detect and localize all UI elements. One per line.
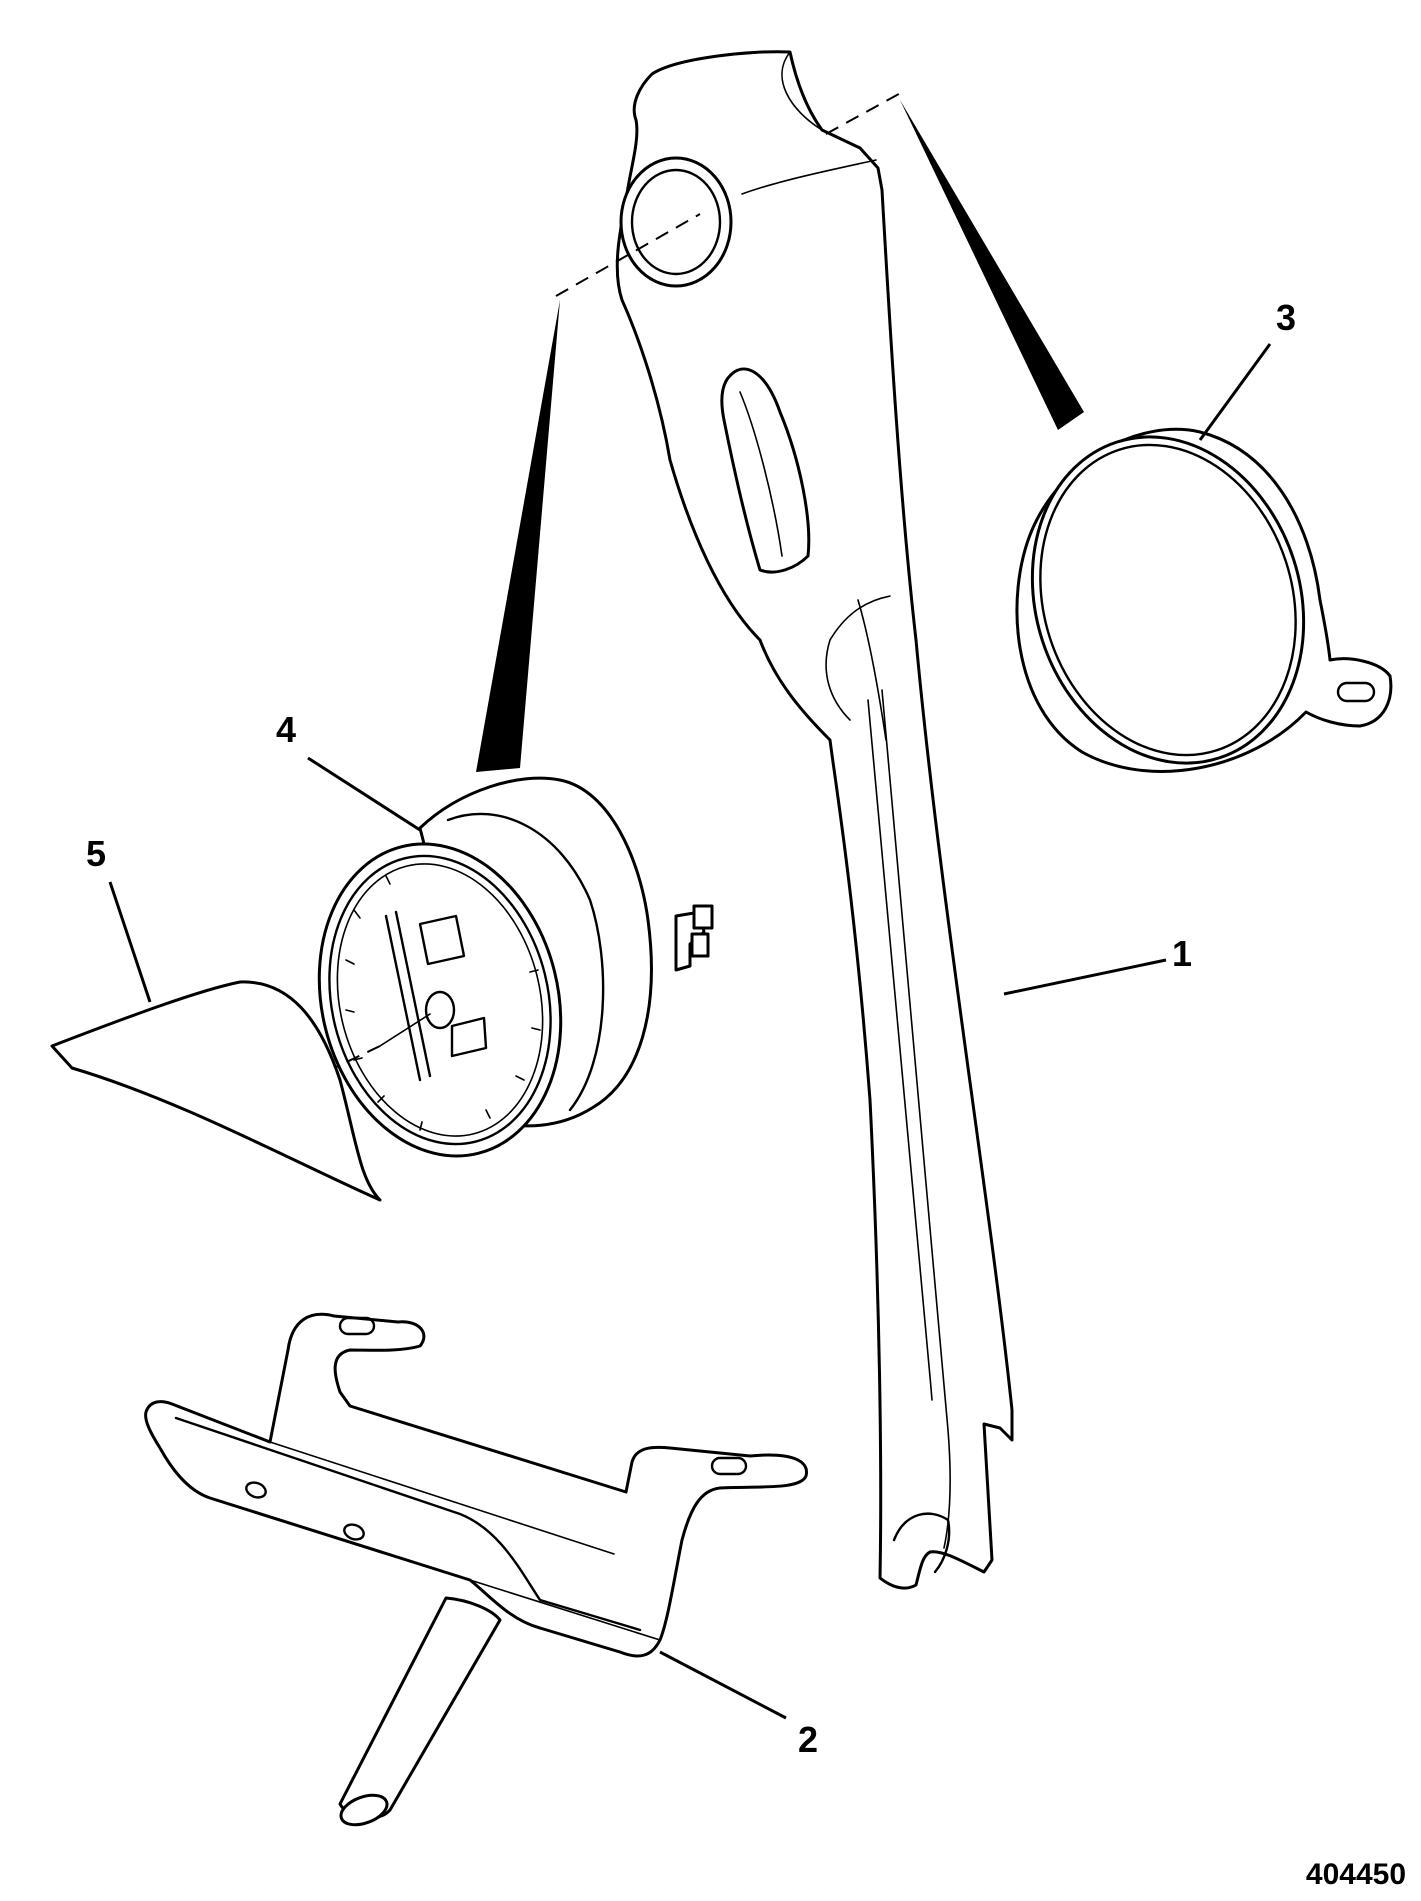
- gauge-insertion-wedge: [476, 300, 560, 772]
- gauge-trim-pad: [50, 980, 382, 1202]
- leader-2: [659, 1650, 787, 1720]
- leader-lines: [108, 343, 1272, 1720]
- callout-4: 4: [276, 709, 296, 750]
- pillar-trim-panel: [615, 50, 1014, 1590]
- ring-insertion-wedge: [900, 100, 1084, 430]
- assembly-indicators: [476, 89, 1084, 772]
- support-bracket: [144, 1312, 808, 1827]
- diagram-reference-number: 404450: [1306, 1858, 1406, 1891]
- callout-3: 3: [1276, 297, 1296, 338]
- leader-4: [307, 756, 421, 832]
- gauge: [317, 776, 714, 1158]
- gauge-mounting-ring: [1015, 427, 1393, 773]
- leader-1: [1003, 958, 1167, 996]
- callout-5: 5: [86, 833, 106, 874]
- leader-3: [1198, 343, 1272, 441]
- callout-2: 2: [798, 1719, 818, 1760]
- dial-ticks: [345, 875, 541, 1131]
- callout-1: 1: [1172, 933, 1192, 974]
- leader-5: [108, 881, 152, 1003]
